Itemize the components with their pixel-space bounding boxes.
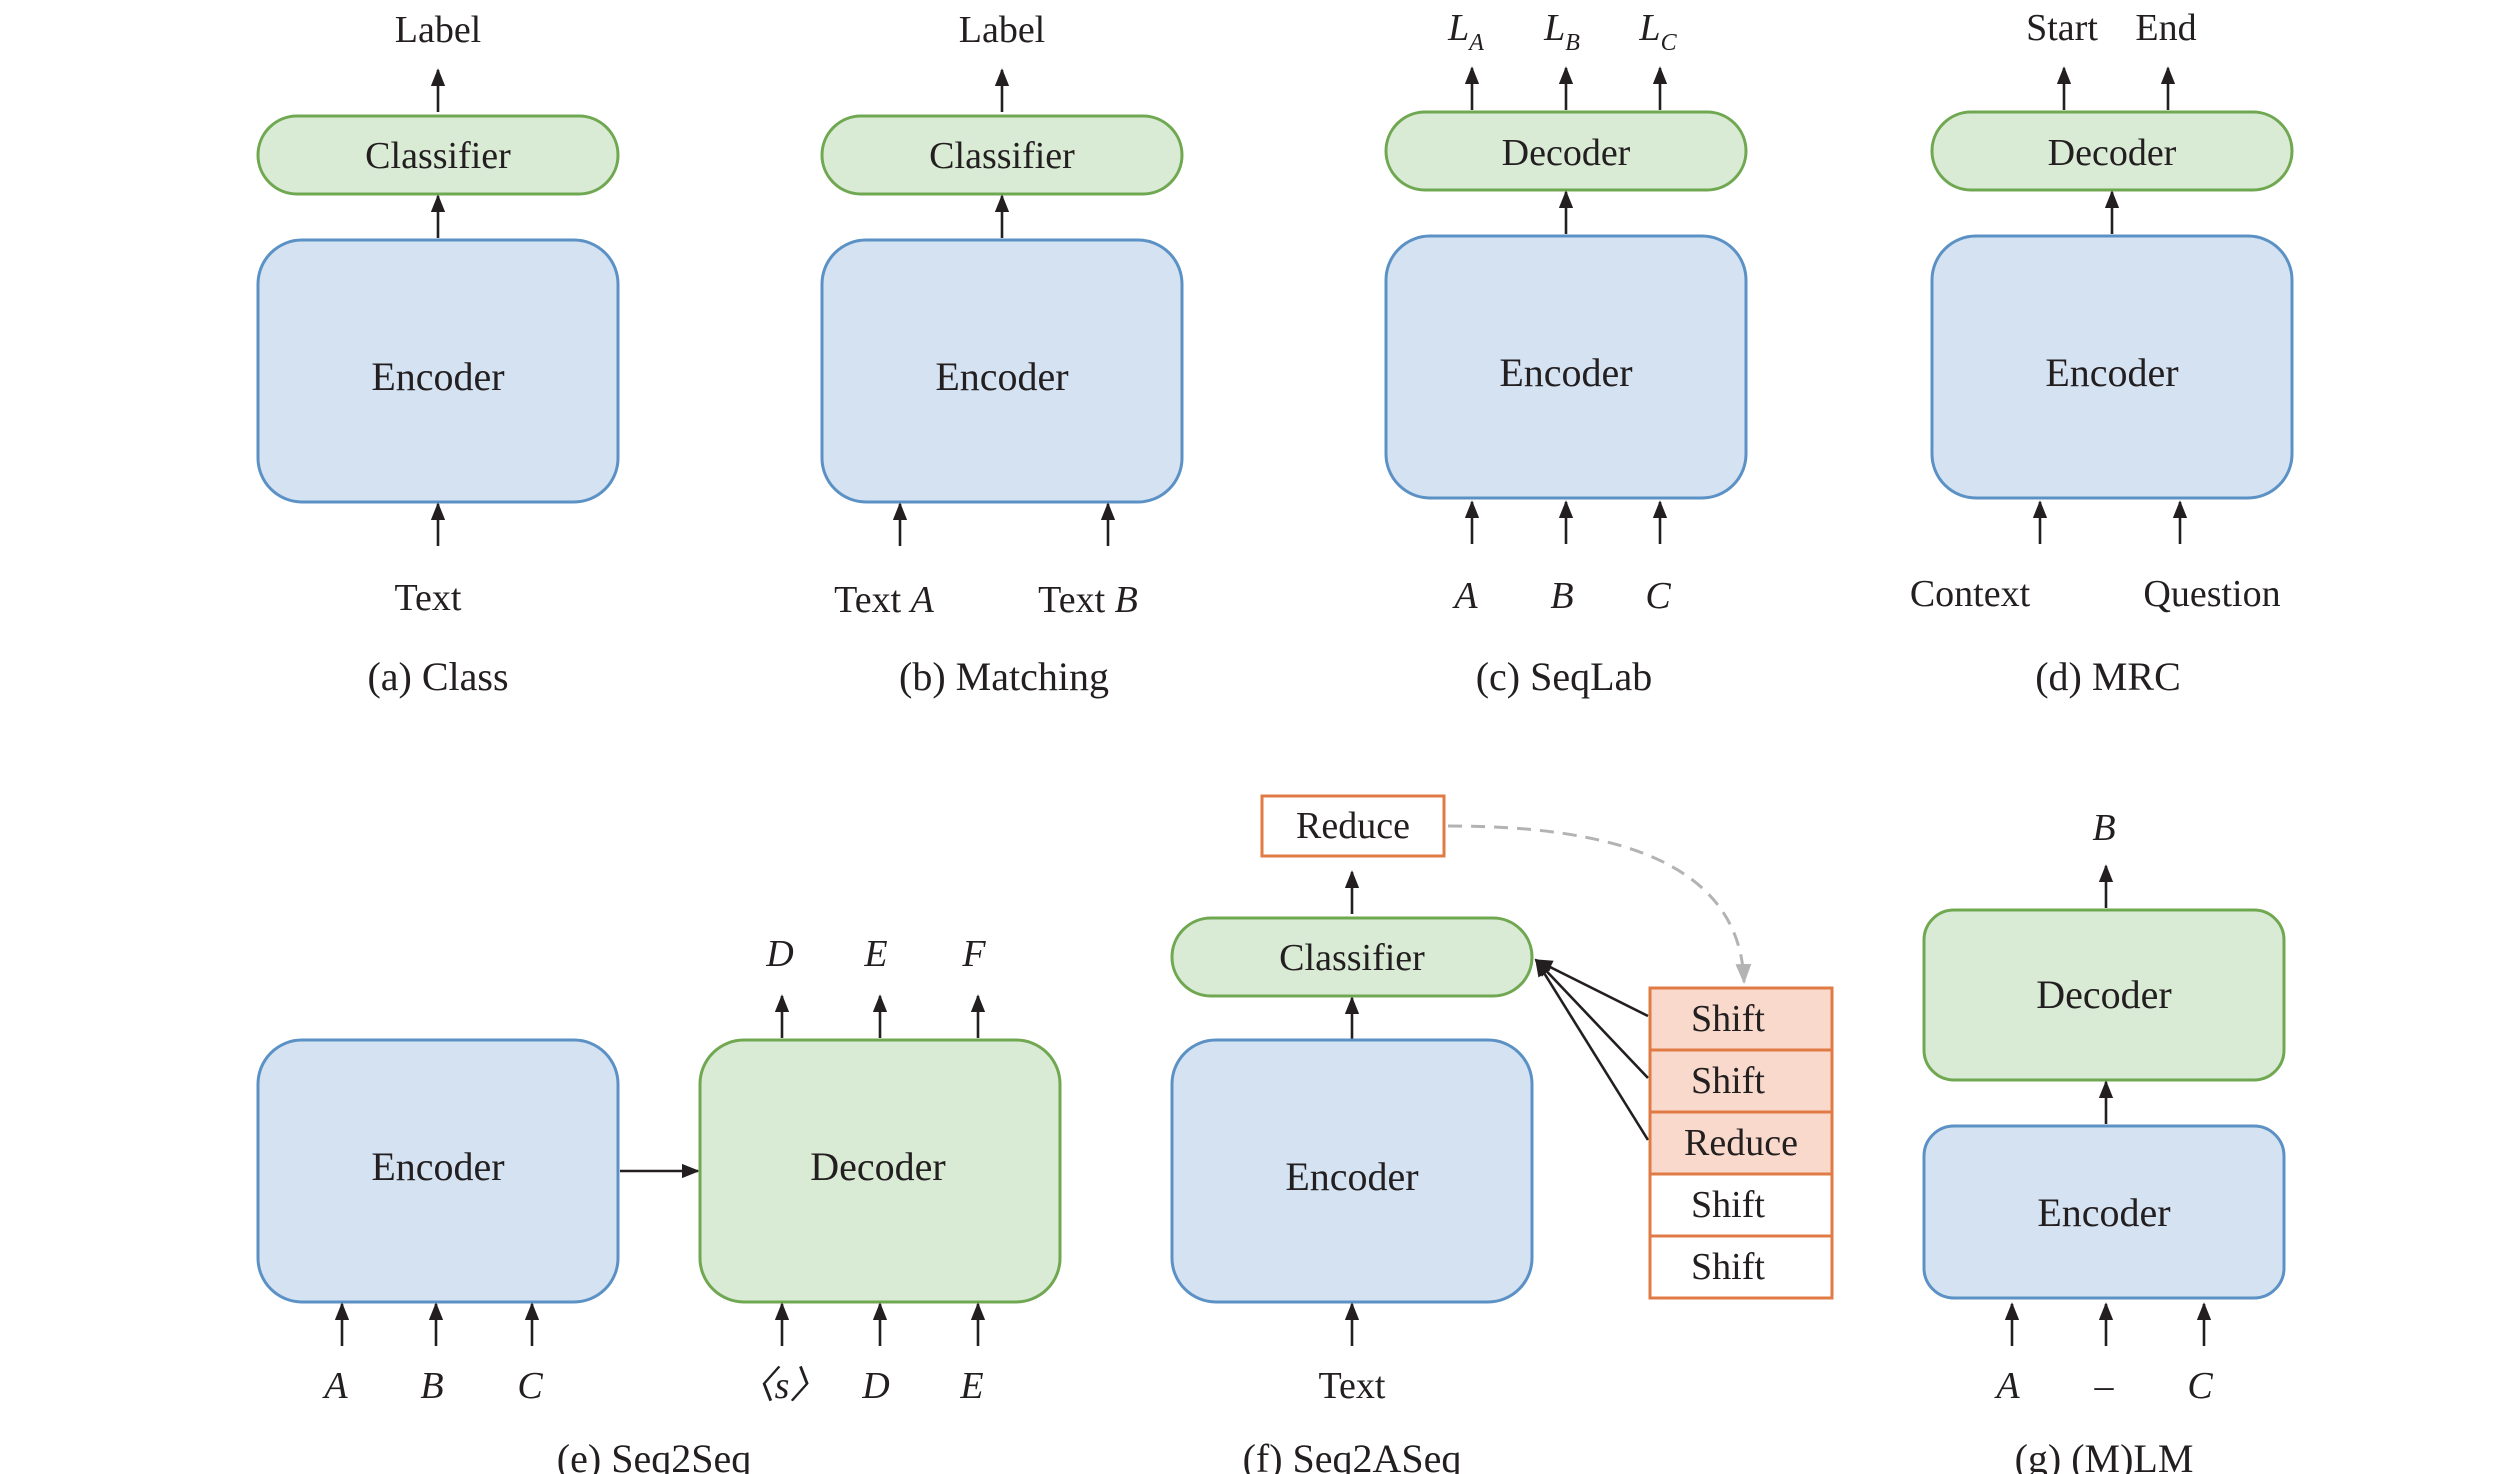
output-action-box: [1260, 794, 1446, 858]
input-mask: –: [2094, 1365, 2115, 1407]
output-action-label: Reduce: [1296, 805, 1410, 847]
action-stack: Shift Shift Reduce Shift Shift: [1648, 986, 1834, 1300]
decoder-box: [1922, 908, 2286, 1082]
decoder-box: [698, 1038, 1062, 1304]
classifier-box: [820, 114, 1184, 196]
encoder-input-c: C: [517, 1365, 543, 1407]
output-la: LA: [1447, 7, 1484, 56]
classifier-label: Classifier: [929, 135, 1075, 177]
stack-item: [1648, 1110, 1834, 1176]
input-c: C: [1645, 575, 1671, 617]
dashed-arrow-action-to-stack: [1447, 824, 1752, 984]
encoder-box: [1922, 1124, 2286, 1300]
stack-item-label: Shift: [1691, 1184, 1765, 1226]
encoder-box: [1384, 234, 1748, 500]
decoder-input-d: D: [861, 1365, 889, 1407]
caption: (g) (M)LM: [2015, 1436, 2194, 1474]
input-text-b: Text B: [1038, 579, 1138, 621]
output-lc: LC: [1638, 7, 1677, 56]
input-text: Text: [1319, 1365, 1386, 1407]
caption: (d) MRC: [2035, 654, 2181, 699]
input-a: A: [1993, 1365, 2020, 1407]
decoder-output-f: F: [961, 933, 986, 975]
encoder-box: [1930, 234, 2294, 500]
caption: (a) Class: [367, 654, 508, 699]
input-question: Question: [2143, 573, 2280, 615]
encoder-label: Encoder: [1499, 350, 1632, 395]
arrow-stack-item-2-to-classifier: [1534, 958, 1649, 1079]
caption: (f) Seq2ASeq: [1243, 1436, 1462, 1474]
decoder-input-start-token: 〈s〉: [737, 1365, 828, 1407]
output-end: End: [2135, 7, 2196, 49]
panel-e-seq2seq: Encoder Decoder D E F A B C 〈s〉 D E (e) …: [256, 933, 1062, 1474]
panel-f-seq2aseq: Reduce Classifier Encoder Text Shift Shi…: [1170, 794, 1834, 1474]
stack-item-label: Shift: [1691, 1246, 1765, 1288]
input-c: C: [2187, 1365, 2213, 1407]
decoder-output-e: E: [863, 933, 887, 975]
encoder-label: Encoder: [935, 354, 1068, 399]
encoder-input-b: B: [420, 1365, 443, 1407]
encoder-label: Encoder: [2037, 1190, 2170, 1235]
encoder-box: [1170, 1038, 1534, 1304]
decoder-box: [1930, 110, 2294, 192]
input-text: Text: [395, 577, 462, 619]
input-context: Context: [1910, 573, 2031, 615]
decoder-label: Decoder: [2036, 972, 2171, 1017]
arrow-stack-item-1-to-classifier: [1534, 958, 1649, 1018]
stack-item-label: Reduce: [1684, 1122, 1798, 1164]
decoder-label: Decoder: [810, 1144, 945, 1189]
input-text-a: Text A: [834, 579, 934, 621]
classifier-label: Classifier: [365, 135, 511, 177]
classifier-box: [1170, 916, 1534, 998]
encoder-box: [256, 238, 620, 504]
decoder-label: Decoder: [2048, 132, 2177, 174]
classifier-box: [256, 114, 620, 196]
stack-item: [1648, 1234, 1834, 1300]
encoder-label: Encoder: [371, 354, 504, 399]
encoder-label: Encoder: [2045, 350, 2178, 395]
decoder-label: Decoder: [1502, 132, 1631, 174]
stack-item-label: Shift: [1691, 1060, 1765, 1102]
panel-b-matching: Label Classifier Encoder Text A Text B (…: [820, 9, 1184, 699]
stack-item-label: Shift: [1691, 998, 1765, 1040]
decoder-input-e: E: [959, 1365, 983, 1407]
encoder-box: [256, 1038, 620, 1304]
caption: (e) Seq2Seq: [557, 1436, 751, 1474]
output-lb: LB: [1543, 7, 1580, 56]
output-label: Label: [395, 9, 482, 51]
panel-c-seqlab: LA LB LC Decoder Encoder A B C (c) SeqLa…: [1384, 7, 1748, 699]
panel-d-mrc: Start End Decoder Encoder Context Questi…: [1910, 7, 2294, 699]
input-b: B: [1550, 575, 1573, 617]
panel-g-mlm: B Decoder Encoder A – C (g) (M)LM: [1922, 807, 2286, 1474]
output-b: B: [2092, 807, 2115, 849]
output-label: Label: [959, 9, 1046, 51]
decoder-box: [1384, 110, 1748, 192]
encoder-label: Encoder: [371, 1144, 504, 1189]
encoder-label: Encoder: [1285, 1154, 1418, 1199]
encoder-input-a: A: [321, 1365, 348, 1407]
classifier-label: Classifier: [1279, 937, 1425, 979]
output-start: Start: [2026, 7, 2098, 49]
encoder-box: [820, 238, 1184, 504]
input-a: A: [1451, 575, 1478, 617]
decoder-output-d: D: [765, 933, 793, 975]
panel-a-class: Label Classifier Encoder Text (a) Class: [256, 9, 620, 699]
caption: (c) SeqLab: [1476, 654, 1653, 699]
caption: (b) Matching: [899, 654, 1109, 699]
arrow-stack-item-3-to-classifier: [1534, 958, 1650, 1141]
